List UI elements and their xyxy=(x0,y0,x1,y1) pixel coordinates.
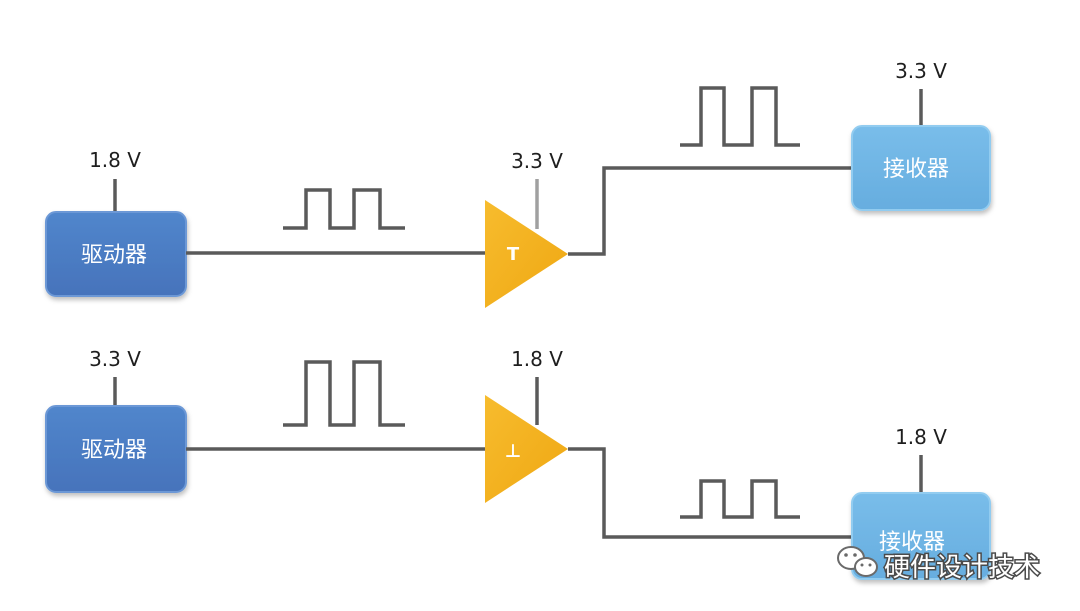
receiver-supply-label: 3.3 V xyxy=(895,59,947,83)
watermark-text: 硬件设计技术 xyxy=(884,553,1040,583)
row-2: 3.3 V 驱动器 1.8 V ⊥ 1.8 V 接收器 xyxy=(45,347,991,580)
level-translator-triangle xyxy=(485,395,568,503)
translator-supply-label: 1.8 V xyxy=(511,347,563,371)
receiver-label: 接收器 xyxy=(883,157,949,182)
translator-supply-label: 3.3 V xyxy=(511,149,563,173)
receiver-box xyxy=(851,125,991,211)
driver-label: 驱动器 xyxy=(81,438,147,463)
receiver-label: 接收器 xyxy=(879,530,945,555)
driver-supply-label: 1.8 V xyxy=(89,148,141,172)
receiver-box xyxy=(851,492,991,580)
output-pulse-waveform xyxy=(680,86,800,147)
output-pulse-waveform xyxy=(680,479,800,519)
row-1: 1.8 V 驱动器 3.3 V T 3.3 V 接收器 xyxy=(45,59,991,308)
output-wire xyxy=(568,447,852,539)
translator-symbol: T xyxy=(507,244,520,265)
receiver-supply-label: 1.8 V xyxy=(895,425,947,449)
input-pulse-waveform xyxy=(283,188,405,230)
level-translator-triangle xyxy=(485,200,568,308)
watermark: 硬件设计技术 xyxy=(837,546,1042,585)
driver-supply-label: 3.3 V xyxy=(89,347,141,371)
output-wire xyxy=(568,166,852,256)
input-pulse-waveform xyxy=(283,360,405,427)
wechat-icon xyxy=(837,546,878,577)
translator-symbol: ⊥ xyxy=(505,441,521,462)
driver-label: 驱动器 xyxy=(81,243,147,268)
